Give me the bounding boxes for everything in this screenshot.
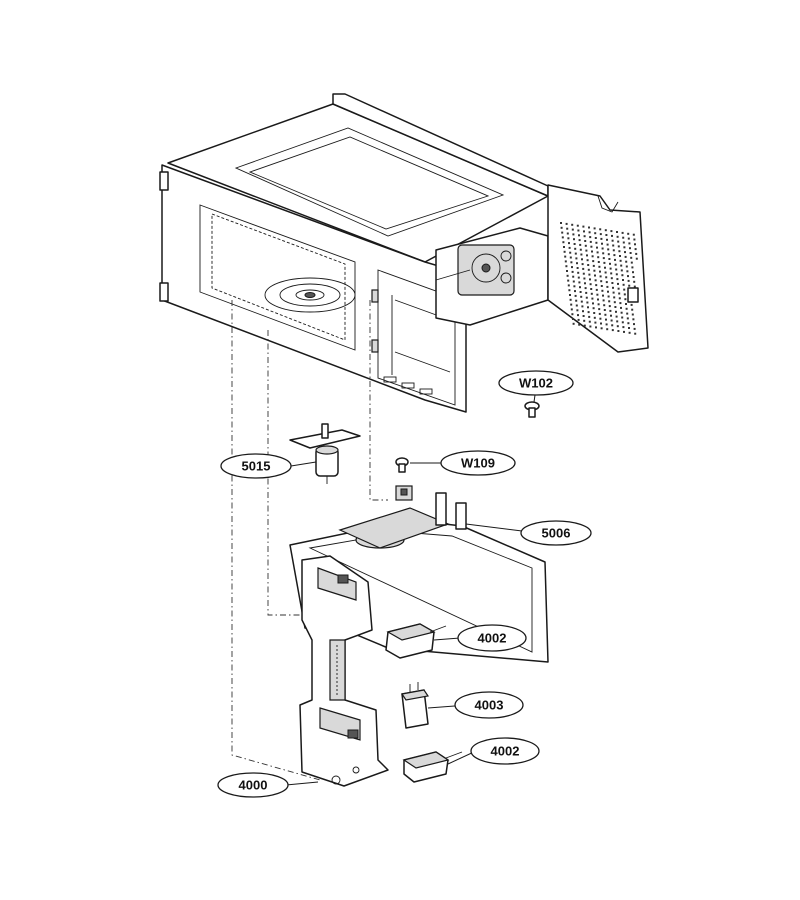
alignment-guides: [231, 300, 388, 781]
callout-4002-upper-label: 4002: [478, 631, 507, 646]
callout-4002-lower: 4002: [470, 737, 540, 765]
micro-switch-4003: [400, 682, 430, 729]
fuse-holder-5015: [289, 423, 361, 484]
callout-5015-label: 5015: [242, 459, 271, 474]
callout-5015: 5015: [220, 453, 292, 479]
callout-w102-label: W102: [519, 376, 553, 391]
callout-w109-label: W109: [461, 456, 495, 471]
micro-switch-4002-lower: [402, 751, 463, 783]
callout-4002-upper: 4002: [457, 624, 527, 652]
perforation-grid: [560, 222, 638, 335]
callout-4000: 4000: [217, 772, 289, 798]
callout-4003: 4003: [454, 691, 524, 719]
screw-w109: [395, 457, 409, 473]
callout-4003-label: 4003: [475, 698, 504, 713]
rear-vent-panel: [547, 184, 649, 353]
micro-switch-4002-upper: [385, 623, 447, 659]
callout-4002-lower-label: 4002: [491, 744, 520, 759]
callout-w109: W109: [440, 450, 516, 476]
screw-w102: [524, 401, 540, 418]
callout-5006-label: 5006: [542, 526, 571, 541]
door-hook-lever-4000: [299, 555, 389, 787]
microwave-cavity-assembly: [159, 93, 549, 413]
callout-4000-label: 4000: [239, 778, 268, 793]
callout-w102: W102: [498, 370, 574, 396]
callout-5006: 5006: [520, 520, 592, 546]
